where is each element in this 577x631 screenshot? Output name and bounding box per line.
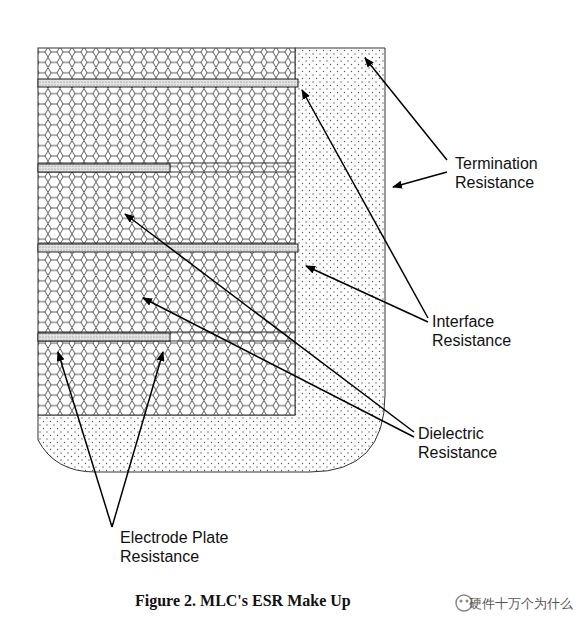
part-label: Interface Resistance: [432, 312, 550, 350]
dielectric: [38, 48, 295, 415]
figure-caption: Figure 2. MLC's ESR Make Up: [135, 592, 351, 610]
part-label: Dielectric Resistance: [418, 424, 536, 462]
part-label: Electrode Plate Resistance: [120, 528, 248, 566]
termination: [38, 48, 385, 472]
leader-lines: [58, 58, 447, 527]
dielectric-bg: [38, 48, 295, 415]
part-label: Termination Resistance: [455, 154, 573, 192]
watermark: 硬件十万个为什么: [469, 595, 573, 613]
electrode-plates: [38, 79, 298, 341]
